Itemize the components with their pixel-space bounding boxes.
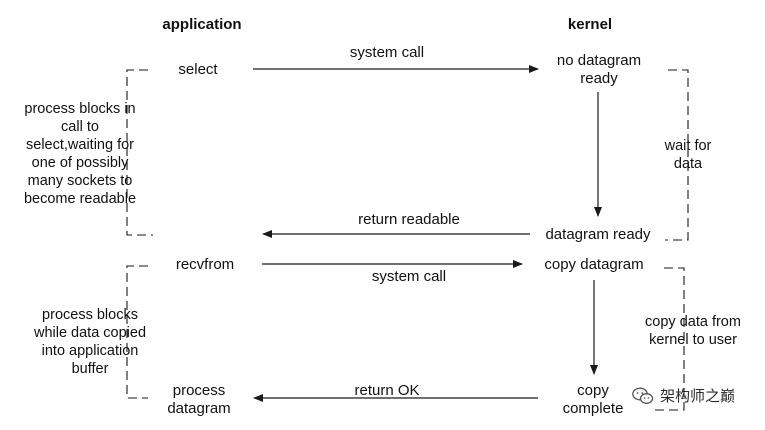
label-return-readable: return readable [358,211,460,228]
bracket-copy-block [126,265,148,399]
header-application: application [162,16,242,33]
watermark-text: 架构师之巅 [660,388,736,405]
note-process-blocks-select: process blocks in call to select,waiting… [23,101,137,207]
label-no-datagram-ready: no datagram ready [556,52,642,87]
bracket-copy-data [650,267,685,411]
note-copy-data-kernel: copy data from kernel to user [645,314,741,348]
header-kernel: kernel [567,16,613,33]
label-recvfrom: recvfrom [175,256,235,273]
note-wait-for-data: wait for data [664,138,712,172]
label-datagram-ready: datagram ready [545,226,651,243]
label-return-ok: return OK [354,382,420,399]
label-copy-datagram: copy datagram [544,256,644,273]
label-process-datagram: process datagram [167,382,231,417]
note-process-blocks-copy: process blocks while data copied into ap… [33,307,147,377]
label-system-call-2: system call [371,268,447,285]
label-select: select [178,61,218,78]
watermark: 架构师之巅 [632,385,735,406]
wechat-icon [632,387,654,404]
label-system-call-1: system call [349,44,425,61]
bracket-select-block [126,69,153,236]
bracket-wait-data [665,69,689,241]
label-copy-complete: copy complete [562,382,624,417]
